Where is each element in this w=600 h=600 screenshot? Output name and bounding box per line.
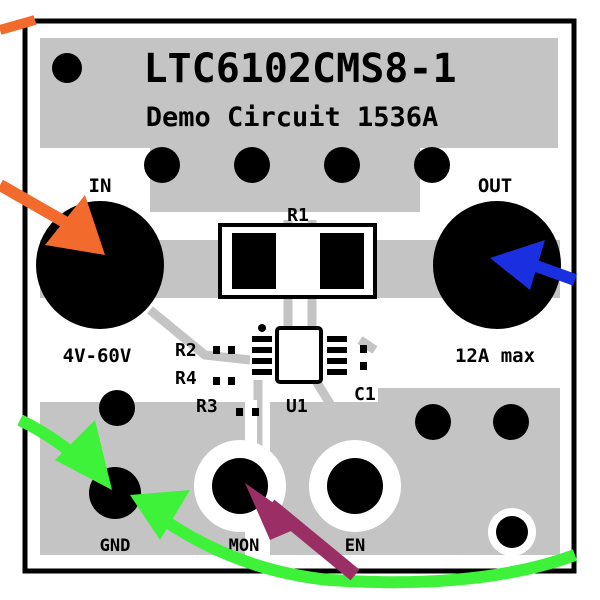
en-label: EN bbox=[345, 536, 365, 556]
r4-label: R4 bbox=[175, 368, 197, 389]
r3-label: R3 bbox=[196, 396, 218, 417]
orange-arrow-in bbox=[0, 179, 105, 255]
out-label: OUT bbox=[478, 175, 512, 197]
blue-arrow-out bbox=[490, 240, 578, 290]
in-label: IN bbox=[89, 175, 112, 197]
in-range-label: 4V-60V bbox=[63, 345, 132, 367]
out-rating-label: 12A max bbox=[455, 345, 535, 367]
c1-label: C1 bbox=[354, 384, 376, 405]
en-pad bbox=[327, 458, 383, 514]
board-title: LTC6102CMS8-1 bbox=[143, 46, 456, 92]
gnd-label: GND bbox=[100, 536, 131, 556]
mounting-holes bbox=[52, 53, 529, 548]
out-terminal bbox=[433, 201, 561, 329]
u1-footprint bbox=[275, 326, 323, 384]
green-arrow-gnd bbox=[17, 414, 578, 589]
mon-label: MON bbox=[229, 536, 260, 556]
board-subtitle: Demo Circuit 1536A bbox=[146, 102, 439, 133]
orange-arrow-corner bbox=[0, 15, 37, 35]
r1-label: R1 bbox=[287, 205, 309, 226]
purple-arrow-mon bbox=[245, 483, 360, 581]
u1-label: U1 bbox=[286, 396, 308, 417]
r2-label: R2 bbox=[175, 340, 197, 361]
